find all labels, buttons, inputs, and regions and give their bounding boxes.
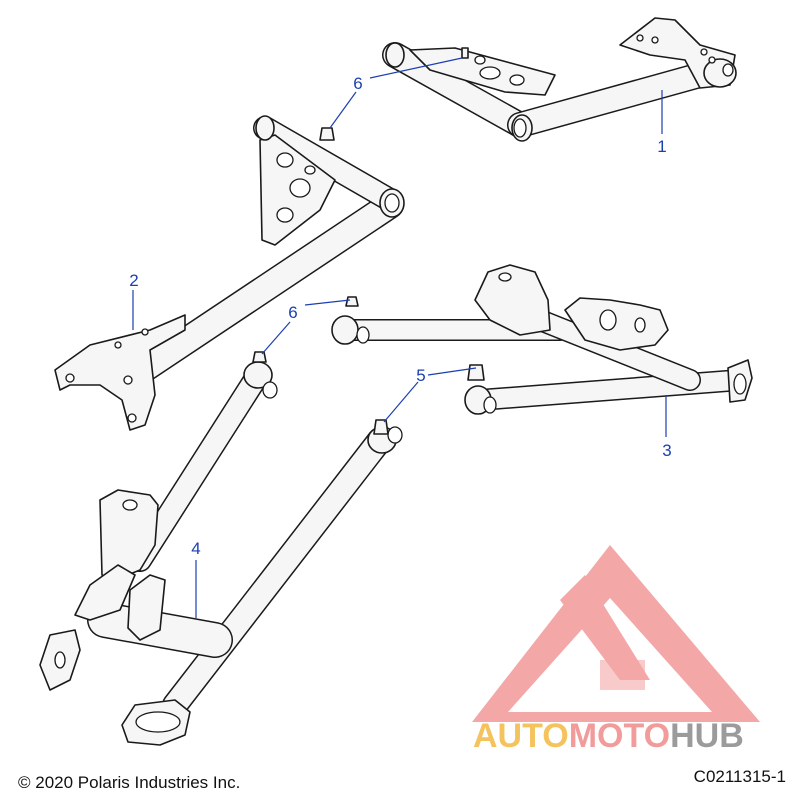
leader-lines [132, 57, 667, 618]
part-3-lower-a-arm [331, 264, 753, 415]
callout-labels: 1 2 3 4 5 6 6 [129, 74, 671, 558]
fitting-6-mid [345, 296, 359, 307]
callout-5: 5 [416, 366, 425, 385]
part-1-upper-a-arm [382, 17, 737, 142]
grease-fittings [252, 127, 485, 435]
watermark-logo [472, 545, 760, 722]
fitting-5-left [373, 419, 389, 435]
watermark-moto: MOTO [568, 717, 671, 755]
part-4-lower-a-arm [39, 361, 403, 746]
callout-1: 1 [657, 137, 666, 156]
callout-6-middle: 6 [288, 303, 297, 322]
drawing-number: C0211315-1 [693, 767, 786, 786]
fitting-6-top [319, 127, 335, 141]
copyright-text: © 2020 Polaris Industries Inc. [18, 773, 241, 792]
callout-3: 3 [662, 441, 671, 460]
watermark-auto: AUTO [473, 717, 569, 755]
fitting-6-left [252, 351, 267, 363]
callout-4: 4 [191, 539, 200, 558]
watermark-hub: HUB [670, 717, 744, 755]
callout-6-top: 6 [353, 74, 362, 93]
watermark-wordmark: AUTOMOTOHUB [473, 717, 744, 756]
fitting-5-right [467, 364, 485, 381]
part-2-upper-a-arm [54, 115, 405, 431]
callout-2: 2 [129, 271, 138, 290]
